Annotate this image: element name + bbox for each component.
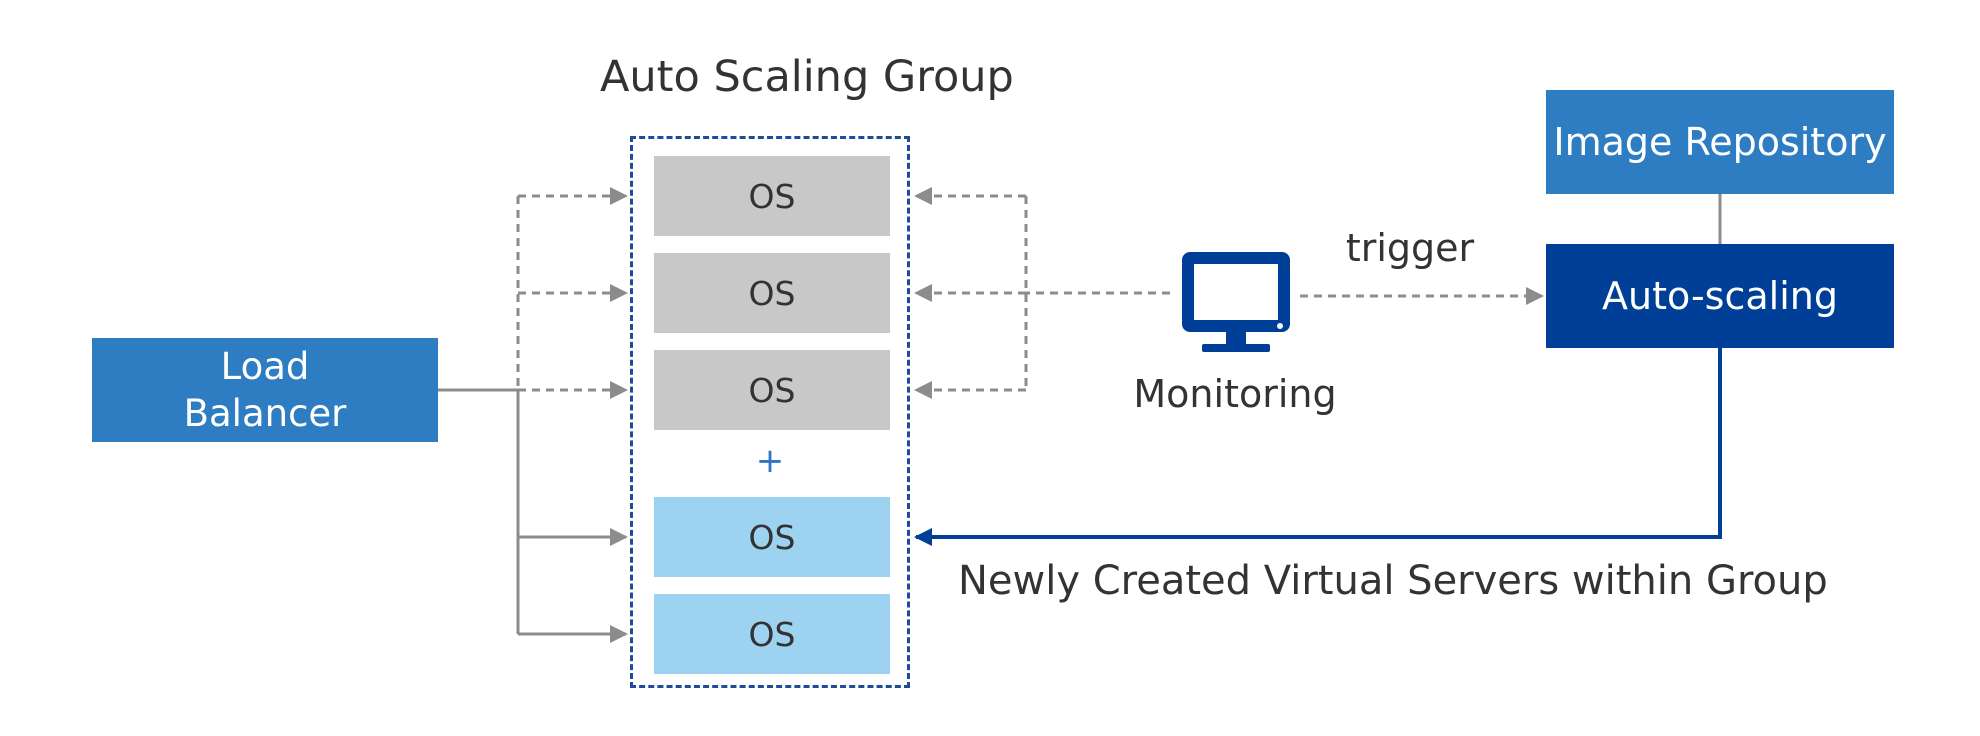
trigger-label: trigger bbox=[1345, 226, 1475, 270]
group-title: Auto Scaling Group bbox=[600, 52, 1014, 102]
server-os-1: OS bbox=[654, 156, 890, 236]
plus-separator: + bbox=[755, 441, 785, 481]
load-balancer-line1: Load bbox=[220, 345, 310, 388]
create-servers-arrow bbox=[914, 348, 1722, 546]
new-servers-label: Newly Created Virtual Servers within Gro… bbox=[958, 558, 1828, 604]
server-os-new-2: OS bbox=[654, 594, 890, 674]
load-balancer-box: Load Balancer bbox=[92, 338, 438, 442]
auto-scaling-box: Auto-scaling bbox=[1546, 244, 1894, 348]
load-balancer-line2: Balancer bbox=[183, 392, 347, 435]
server-os-2: OS bbox=[654, 253, 890, 333]
monitor-icon bbox=[1182, 252, 1290, 352]
auto-scaling-group-border bbox=[630, 136, 910, 688]
monitoring-label: Monitoring bbox=[1133, 372, 1337, 416]
image-repository-box: Image Repository bbox=[1546, 90, 1894, 194]
server-os-3: OS bbox=[654, 350, 890, 430]
server-os-new-1: OS bbox=[654, 497, 890, 577]
